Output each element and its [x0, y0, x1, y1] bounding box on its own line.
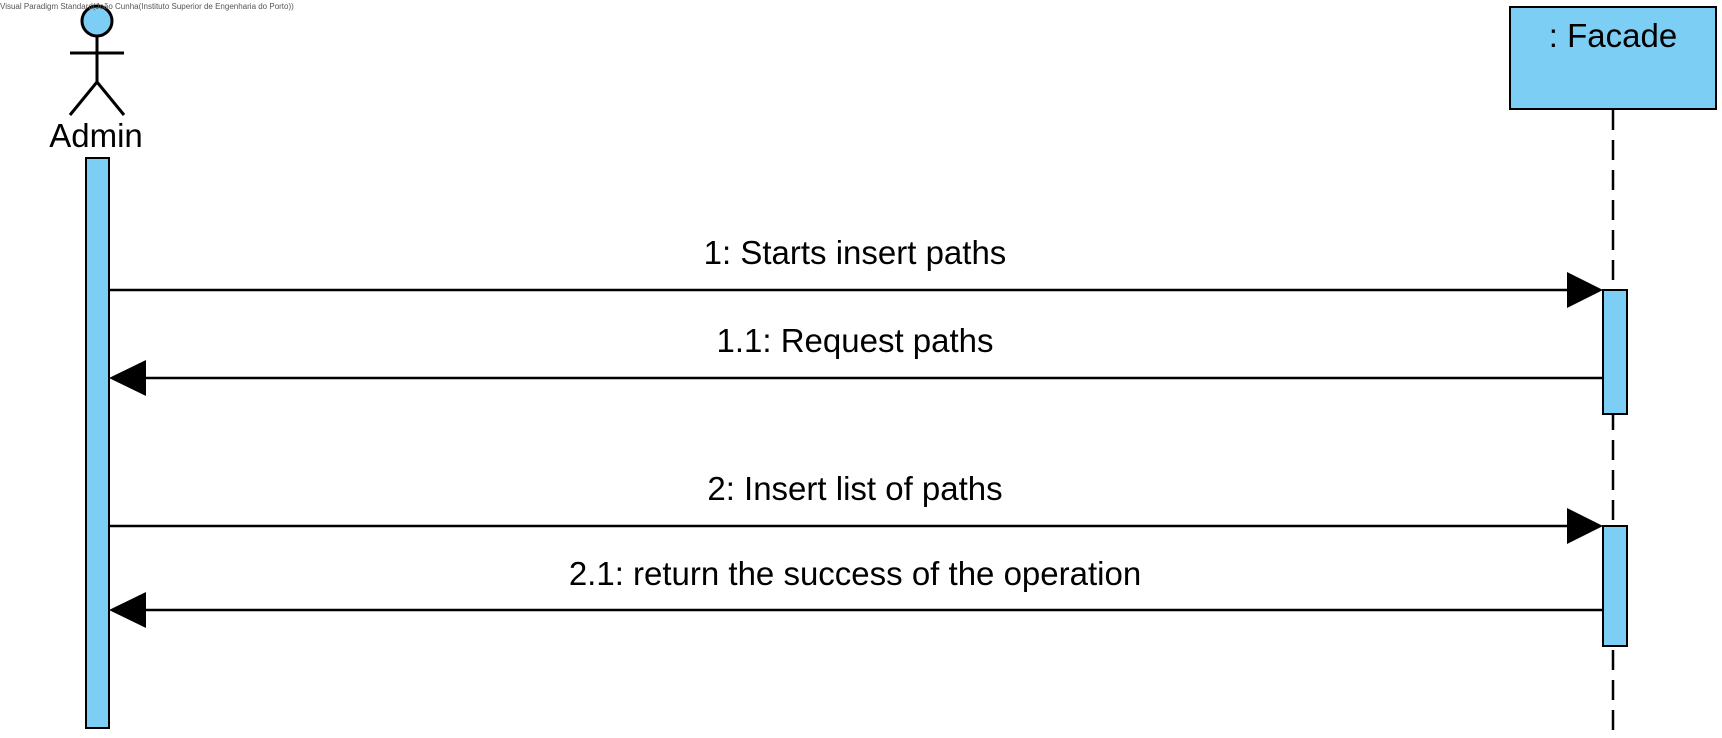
actor-label: Admin: [49, 117, 143, 154]
message-2-1-label: 2.1: return the success of the operation: [568, 555, 1142, 592]
actor-left-leg: [68, 81, 99, 116]
message-2-1-arrowhead: [109, 592, 146, 628]
facade-lifeline-header: : Facade: [1509, 6, 1717, 110]
actor-right-leg: [95, 81, 126, 116]
facade-activation-bar-2: [1602, 525, 1628, 647]
message-1-1-label: 1.1: Request paths: [716, 322, 994, 359]
message-1-1-arrowhead: [109, 360, 146, 396]
message-2-arrowhead: [1567, 508, 1603, 544]
message-1-label: 1: Starts insert paths: [703, 234, 1007, 271]
facade-activation-bar-1: [1602, 289, 1628, 415]
message-2-label: 2: Insert list of paths: [707, 470, 1003, 507]
watermark-text: Visual Paradigm Standard(João Cunha(Inst…: [0, 2, 294, 11]
message-1-arrowhead: [1567, 272, 1603, 308]
actor-activation-bar: [85, 157, 110, 729]
actor-figure: [68, 4, 126, 116]
facade-lifeline-label: : Facade: [1548, 17, 1678, 54]
